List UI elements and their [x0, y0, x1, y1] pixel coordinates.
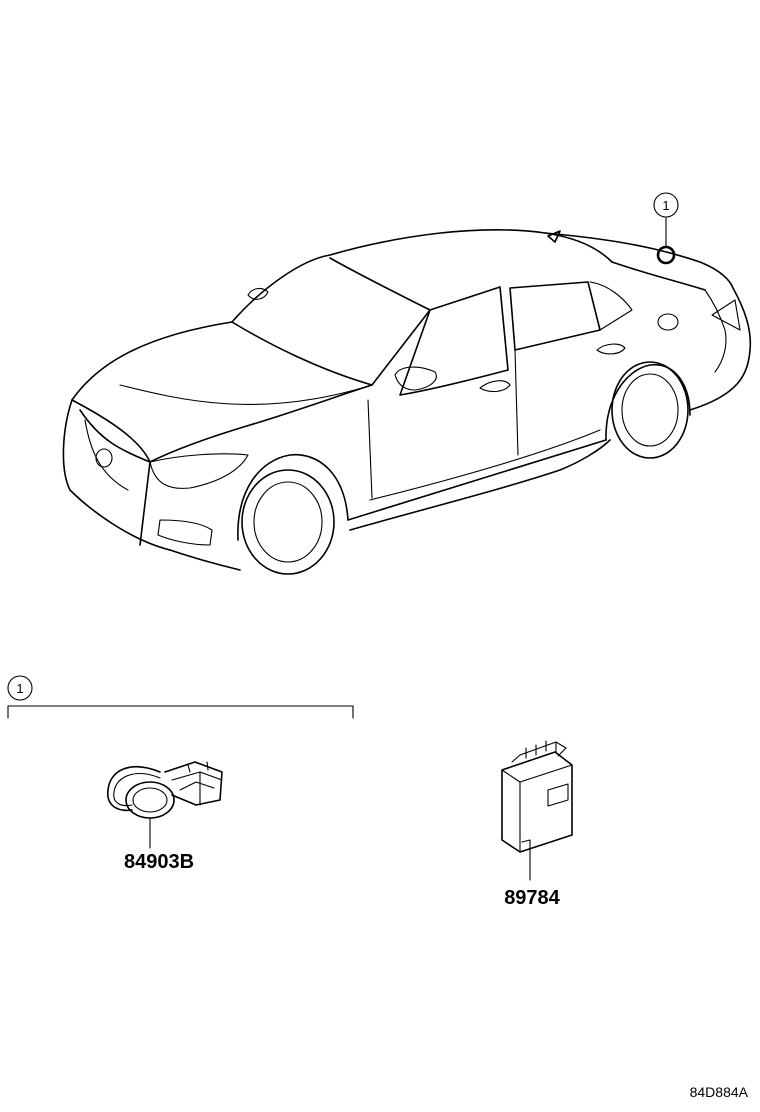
part-number-84903b: 84903B — [124, 851, 194, 873]
part-89784-illustration — [501, 740, 573, 881]
callout-number: 1 — [662, 198, 669, 213]
diagram-reference-code: 84D884A — [690, 1084, 749, 1100]
callout-circle — [653, 192, 679, 218]
part-84903b-illustration — [107, 761, 223, 849]
group-bracket — [7, 705, 354, 719]
component-location-marker — [656, 245, 676, 265]
group-callout-number: 1 — [16, 681, 23, 696]
car-illustration — [62, 229, 752, 575]
part-number-89784: 89784 — [504, 887, 560, 909]
group-callout-circle — [7, 675, 33, 701]
